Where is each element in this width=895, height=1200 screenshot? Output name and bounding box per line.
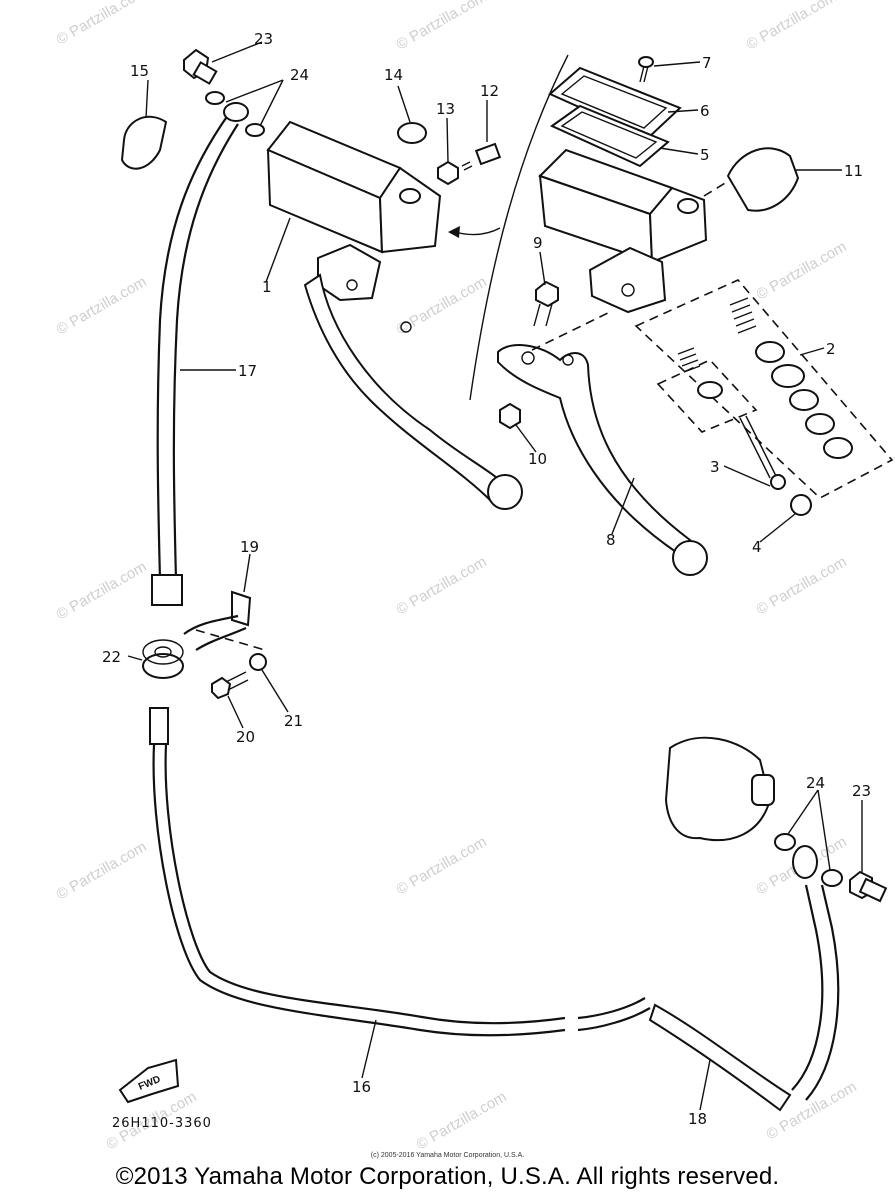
brake-caliper	[664, 736, 775, 842]
callout-13: 13	[436, 100, 455, 118]
hose-bracket	[183, 590, 266, 651]
watermark: © Partzilla.com	[414, 1088, 510, 1153]
callout-15: 15	[130, 62, 149, 80]
copper-washer	[821, 869, 843, 887]
cover-screw	[638, 56, 654, 83]
lever-nut	[499, 402, 521, 430]
bracket-bolt	[211, 671, 249, 700]
copper-washer	[774, 833, 796, 851]
callout-19: 19	[240, 538, 259, 556]
callout-2: 2	[826, 340, 836, 358]
banjo-bolt	[849, 870, 888, 903]
forward-arrow: FWD	[118, 1058, 180, 1104]
assembly-arrow	[454, 227, 501, 236]
assembly-arrow-head	[448, 226, 460, 238]
callout-3: 3	[710, 458, 720, 476]
cap	[397, 122, 427, 144]
master-cylinder-assembly	[266, 120, 523, 510]
copper-washer	[205, 91, 225, 105]
holder	[726, 147, 800, 212]
diagram-code: 26H110-3360	[112, 1116, 212, 1131]
brake-hose-lower	[149, 707, 840, 1112]
rubber-boot	[120, 115, 168, 170]
watermark: © Partzilla.com	[54, 273, 150, 338]
watermark: © Partzilla.com	[744, 0, 840, 53]
master-cylinder-body	[538, 148, 708, 314]
watermark: © Partzilla.com	[54, 558, 150, 623]
watermark: © Partzilla.com	[394, 833, 490, 898]
callout-9: 9	[533, 234, 543, 252]
callout-16: 16	[352, 1078, 371, 1096]
callout-24: 24	[806, 774, 825, 792]
callout-17: 17	[238, 362, 257, 380]
ball	[790, 494, 812, 516]
callout-6: 6	[700, 102, 710, 120]
washer	[249, 653, 267, 671]
callout-23: 23	[852, 782, 871, 800]
callout-20: 20	[236, 728, 255, 746]
copyright-notice: ©2013 Yamaha Motor Corporation, U.S.A. A…	[115, 1163, 780, 1190]
watermark: © Partzilla.com	[394, 553, 490, 618]
callout-21: 21	[284, 712, 303, 730]
bolt	[461, 142, 502, 171]
callout-11: 11	[844, 162, 863, 180]
watermark: © Partzilla.com	[54, 0, 150, 48]
leader-lines	[127, 41, 863, 1111]
grommet	[142, 639, 184, 679]
brake-hose-upper	[151, 102, 249, 606]
callout-8: 8	[606, 531, 616, 549]
callout-numbers: 1 2 3 4 5 6 7 8 9 10 11 12 13 14 15 16 1…	[102, 30, 871, 1128]
banjo-bolt	[183, 48, 218, 85]
small-copyright: (c) 2005-2016 Yamaha Motor Corporation, …	[370, 1152, 525, 1159]
watermark: © Partzilla.com	[754, 238, 850, 303]
callout-12: 12	[480, 82, 499, 100]
nut	[437, 160, 459, 186]
callout-10: 10	[528, 450, 547, 468]
callout-14: 14	[384, 66, 403, 84]
callout-24: 24	[290, 66, 309, 84]
callout-7: 7	[702, 54, 712, 72]
callout-23: 23	[254, 30, 273, 48]
callout-4: 4	[752, 538, 762, 556]
brake-lever	[497, 344, 708, 576]
piston-kit	[634, 279, 894, 499]
diaphragm	[550, 104, 670, 168]
callout-5: 5	[700, 146, 710, 164]
pivot-guide	[531, 311, 611, 351]
watermark: © Partzilla.com	[394, 0, 490, 53]
watermark: © Partzilla.com	[394, 273, 490, 338]
watermark: © Partzilla.com	[754, 553, 850, 618]
callout-18: 18	[688, 1110, 707, 1128]
copper-washer	[245, 123, 265, 137]
pivot-bolt	[533, 280, 559, 327]
watermark: © Partzilla.com	[54, 838, 150, 903]
callout-22: 22	[102, 648, 121, 666]
callout-1: 1	[262, 278, 272, 296]
